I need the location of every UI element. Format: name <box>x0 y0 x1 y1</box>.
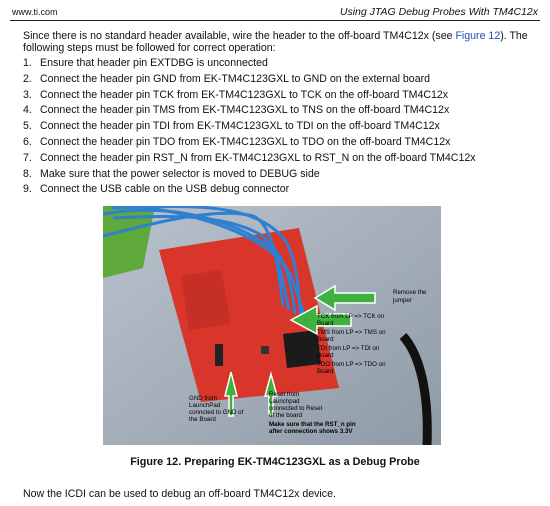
label-reset-4: of the board <box>269 412 303 419</box>
closing-paragraph: Now the ICDI can be used to debug an off… <box>23 488 336 500</box>
step-item: 1. Ensure that header pin EXTDBG is uncon… <box>23 56 476 72</box>
figure-link[interactable]: Figure 12 <box>455 30 501 42</box>
step-item: 4. Connect the header pin TMS from EK-TM4… <box>23 103 476 119</box>
small-red-board <box>181 270 231 330</box>
intro-text-after: ). The following steps must be followed … <box>23 30 528 54</box>
jumper-wires <box>103 206 309 323</box>
label-gnd-3: conncted to GND of <box>189 409 244 416</box>
label-tdi-1: TDI from LP => TDI on <box>317 345 380 352</box>
label-tms-1: TMS from LP => TMS on <box>317 329 386 336</box>
step-item: 9. Connect the USB cable on the USB debug… <box>23 182 476 198</box>
header-pins <box>215 344 223 366</box>
label-remove-jumper-1: Remove the <box>393 289 427 296</box>
step-item: 3. Connect the header pin TCK from EK-TM4… <box>23 88 476 104</box>
step-item: 6. Connect the header pin TDO from EK-TM4… <box>23 135 476 151</box>
label-tdo-2: Board <box>317 368 334 375</box>
label-tdo-1: TDO from LP => TDO on <box>317 361 386 368</box>
figure-caption: Figure 12. Preparing EK-TM4C123GXL as a … <box>130 456 420 468</box>
annotation-arrows <box>224 284 376 417</box>
green-board <box>103 206 155 278</box>
step-number: 3. <box>23 88 32 101</box>
step-text: Connect the header pin RST_N from EK-TM4… <box>40 151 476 164</box>
step-item: 2. Connect the header pin GND from EK-TM4… <box>23 72 476 88</box>
step-text: Connect the USB cable on the USB debug c… <box>40 183 290 196</box>
step-number: 8. <box>23 167 32 180</box>
step-number: 2. <box>23 72 32 85</box>
step-text: Make sure that the power selector is mov… <box>40 167 320 180</box>
usb-cable <box>399 332 432 445</box>
label-rst-note-2: after connection shows 3.3V <box>269 428 353 435</box>
label-gnd-4: the Board <box>189 416 216 423</box>
label-remove-jumper-2: jumper <box>392 297 412 304</box>
label-reset-3: connected to Reset <box>269 405 323 412</box>
step-number: 1. <box>23 57 32 69</box>
figure-photo: Remove the jumper TCK from LP => TCK on … <box>103 206 441 445</box>
mcu-chip <box>283 330 321 368</box>
intro-paragraph: Since there is no standard header availa… <box>23 30 543 54</box>
label-reset-2: Launchpad <box>269 398 300 405</box>
label-tdi-2: Board <box>317 352 334 359</box>
step-text: Ensure that header pin EXTDBG is unconne… <box>40 57 268 69</box>
label-tms-2: Board <box>317 336 334 343</box>
label-rst-note-1: Make sure that the RST_n pin <box>269 421 356 428</box>
step-number: 5. <box>23 120 32 133</box>
intro-text-before: Since there is no standard header availa… <box>23 30 456 42</box>
step-item: 5. Connect the header pin TDI from EK-TM4… <box>23 119 476 135</box>
site-url: www.ti.com <box>12 7 58 17</box>
label-tck-1: TCK from LP => TCK on <box>317 313 385 320</box>
header-divider <box>10 20 540 21</box>
label-gnd-1: GND from <box>189 395 217 402</box>
step-number: 6. <box>23 135 32 148</box>
step-text: Connect the header pin TDI from EK-TM4C1… <box>40 120 440 133</box>
steps-list: 1. Ensure that header pin EXTDBG is uncon… <box>23 56 476 198</box>
step-text: Connect the header pin TCK from EK-TM4C1… <box>40 88 449 101</box>
step-number: 7. <box>23 151 32 164</box>
step-item: 7. Connect the header pin RST_N from EK-T… <box>23 151 476 167</box>
step-number: 9. <box>23 183 32 196</box>
step-text: Connect the header pin TDO from EK-TM4C1… <box>40 135 451 148</box>
section-title: Using JTAG Debug Probes With TM4C12x <box>339 6 538 18</box>
reset-button <box>261 346 269 354</box>
label-gnd-2: LaunchPad <box>189 402 221 409</box>
step-text: Connect the header pin GND from EK-TM4C1… <box>40 72 431 85</box>
label-tck-2: Board <box>317 320 334 327</box>
label-reset-1: Reset from <box>269 391 299 398</box>
step-item: 8. Make sure that the power selector is m… <box>23 167 476 183</box>
step-text: Connect the header pin TMS from EK-TM4C1… <box>40 104 450 117</box>
step-number: 4. <box>23 104 32 117</box>
